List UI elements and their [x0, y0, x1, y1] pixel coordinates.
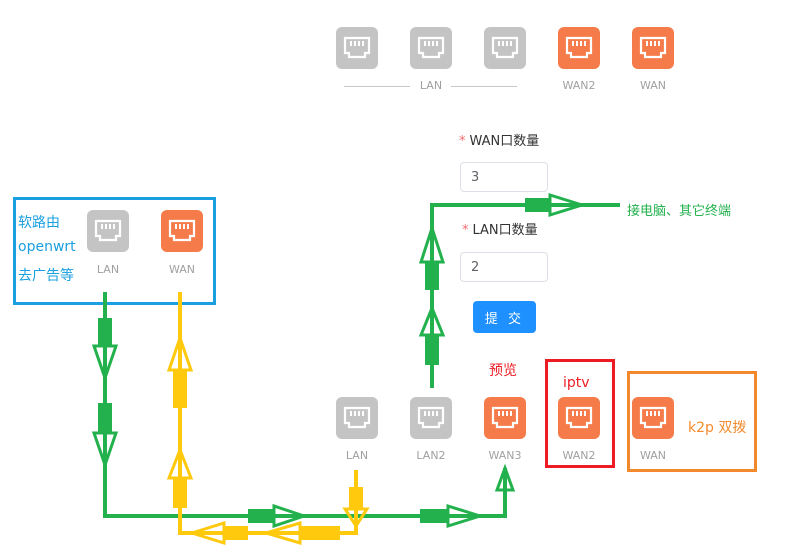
soft-router-lan-label: LAN — [96, 263, 120, 276]
iptv-annotation: iptv — [563, 375, 590, 391]
submit-button[interactable]: 提 交 — [473, 301, 536, 333]
port-icon-lan-2 — [410, 27, 452, 69]
port-icon-lan-3 — [484, 27, 526, 69]
soft-router-lan-port-icon — [87, 210, 129, 252]
bottom-lan2-label: LAN2 — [416, 449, 446, 462]
bottom-lan-port-icon — [336, 397, 378, 439]
top-wan2-label: WAN2 — [562, 79, 596, 92]
k2p-annotation: k2p 双拨 — [688, 420, 747, 436]
bottom-wan-port-icon — [632, 397, 674, 439]
soft-router-text-1: 软路由 — [18, 215, 60, 231]
connect-pc-annotation: 接电脑、其它终端 — [627, 204, 732, 219]
bottom-wan-label: WAN — [639, 449, 667, 462]
bottom-wan3-port-icon — [484, 397, 526, 439]
preview-annotation: 预览 — [489, 363, 517, 379]
port-icon-lan-1 — [336, 27, 378, 69]
lan-group-line-right — [451, 86, 517, 87]
port-icon-wan — [632, 27, 674, 69]
lan-count-input[interactable] — [460, 252, 548, 282]
soft-router-text-2: openwrt — [18, 239, 76, 255]
bottom-lan2-port-icon — [410, 397, 452, 439]
wan-count-input[interactable] — [460, 162, 548, 192]
top-wan-label: WAN — [639, 79, 667, 92]
soft-router-wan-label: WAN — [168, 263, 196, 276]
lan-count-label: *LAN口数量 — [462, 223, 538, 238]
soft-router-wan-port-icon — [161, 210, 203, 252]
bottom-wan2-port-icon — [558, 397, 600, 439]
port-icon-wan2 — [558, 27, 600, 69]
top-lan-label: LAN — [419, 79, 443, 92]
bottom-wan2-label: WAN2 — [562, 449, 596, 462]
soft-router-text-3: 去广告等 — [18, 268, 74, 284]
bottom-lan-label: LAN — [345, 449, 369, 462]
lan-group-line-left — [344, 86, 410, 87]
bottom-wan3-label: WAN3 — [488, 449, 522, 462]
k2p-box — [627, 371, 757, 472]
wan-count-label: *WAN口数量 — [459, 134, 540, 149]
